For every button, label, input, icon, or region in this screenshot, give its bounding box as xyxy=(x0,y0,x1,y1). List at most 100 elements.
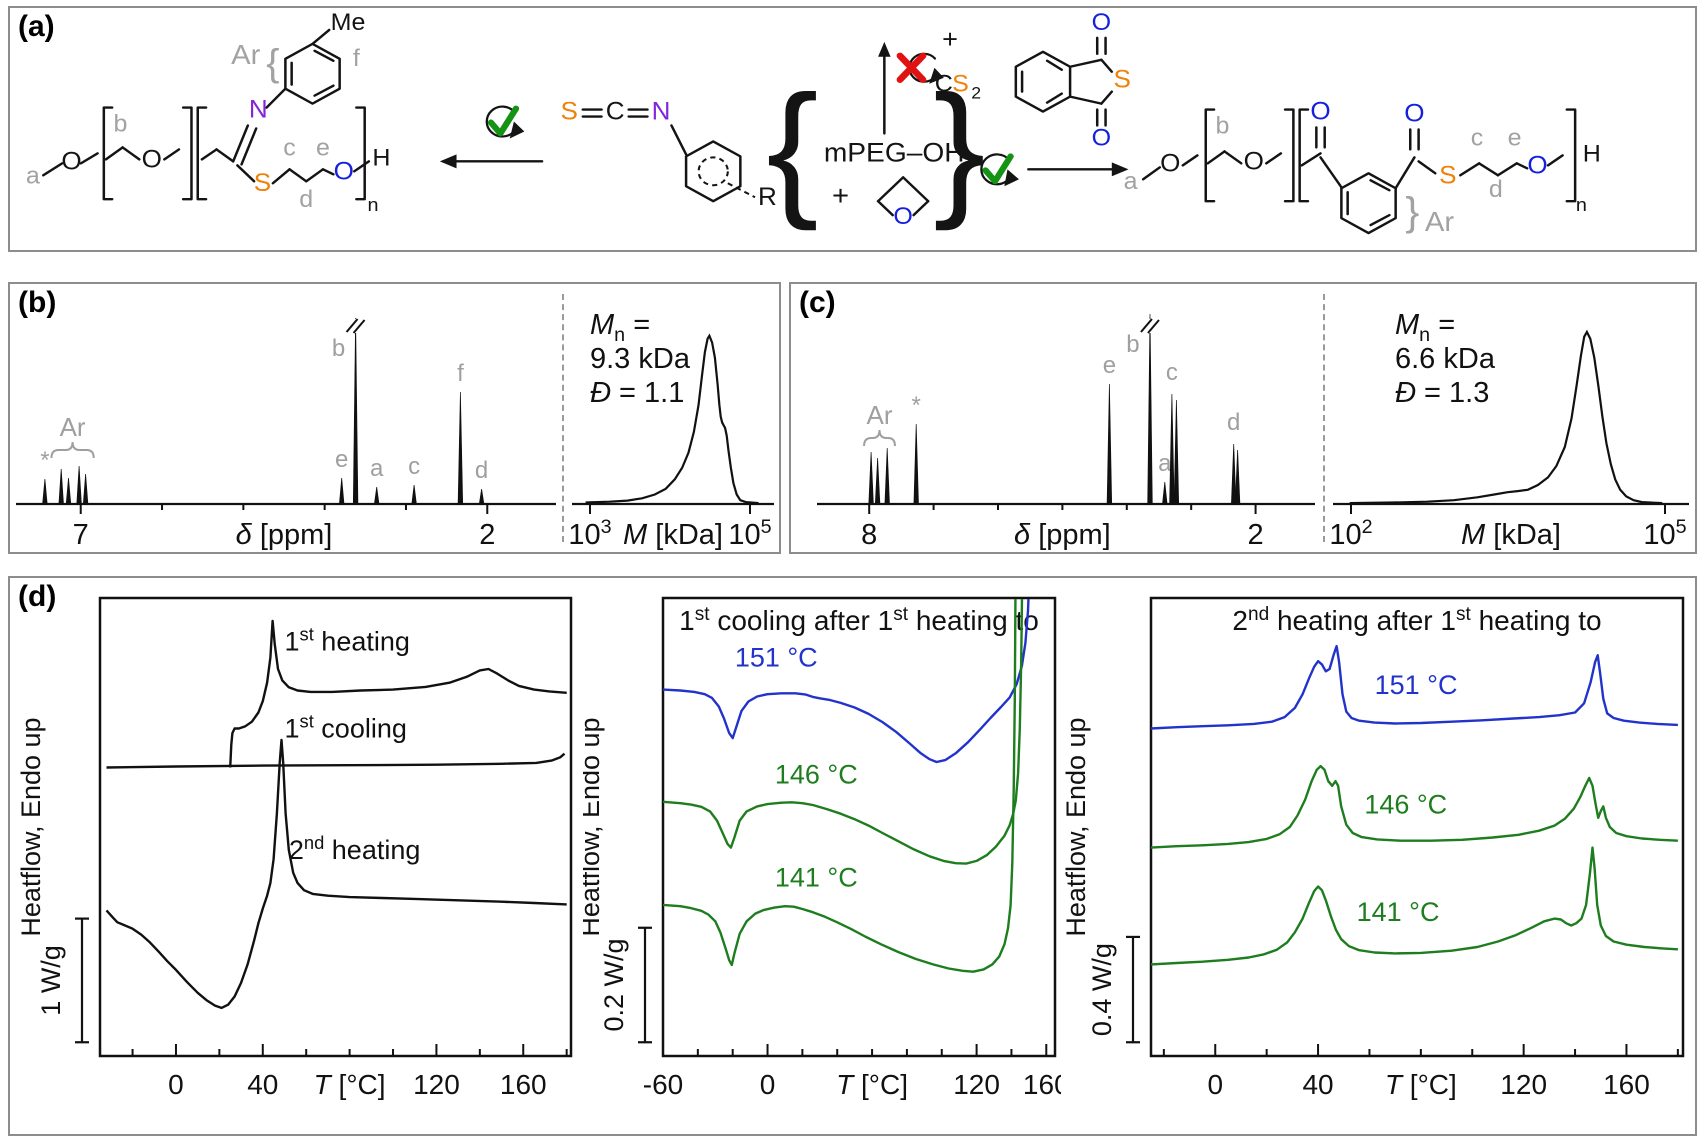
nmr-peak xyxy=(478,488,485,505)
red-cross-icon xyxy=(896,52,927,83)
tick-label: 102 xyxy=(1331,516,1373,550)
mn-label: Mn = xyxy=(590,309,650,346)
dsc-curve-cool-146C xyxy=(662,599,1024,865)
curve-label: 146 °C xyxy=(775,759,858,789)
dispersity-value: Đ = 1.3 xyxy=(1395,377,1489,409)
atom-label-o: O xyxy=(1160,150,1180,177)
nmr-peak xyxy=(457,391,464,505)
peak-label: f xyxy=(457,360,464,387)
reaction-scheme: a O b O N Ar { Me f S c d e O n H xyxy=(26,10,1601,238)
nmr-peak xyxy=(339,477,345,505)
nmr-peak xyxy=(1169,393,1175,505)
nmr-peak xyxy=(76,465,82,505)
tick-label: 0 xyxy=(1207,1069,1223,1100)
brace-right: } xyxy=(933,65,985,231)
assignment-label: b xyxy=(1215,113,1229,139)
dispersity-value: Đ = 1.1 xyxy=(590,377,684,409)
peak-label: d xyxy=(475,457,488,484)
gpc-curve xyxy=(585,333,759,505)
atom-label-o: O xyxy=(1404,100,1424,127)
tick-label: 160 xyxy=(1603,1069,1650,1100)
curve-label: 151 °C xyxy=(735,643,818,673)
substituent-r-label: R xyxy=(758,184,777,211)
tick-label: 7 xyxy=(73,519,89,550)
curve-label: 141 °C xyxy=(1357,897,1440,927)
dsc-plot-cooling: -600120160T [°C]Heatflow, Endo up0.2 W/g… xyxy=(583,596,1061,1100)
nmr-peak xyxy=(373,486,380,505)
cycle-arrow-icon xyxy=(980,153,1019,187)
atom-label-s: S xyxy=(952,71,969,97)
peak-label: * xyxy=(40,447,49,474)
tick-label: 2 xyxy=(1248,519,1264,550)
brace-left: { xyxy=(766,65,818,231)
tick-label: 40 xyxy=(247,1069,278,1100)
tick-label: 105 xyxy=(1643,516,1686,550)
atom-label-o: O xyxy=(1092,125,1111,151)
plot-box xyxy=(1149,596,1685,1058)
peak-break xyxy=(1141,319,1158,333)
reaction-arrow-left xyxy=(439,154,544,169)
assignment-label: a xyxy=(1124,169,1138,195)
x-axis-title: T [°C] xyxy=(1385,1069,1457,1100)
plus-charge: + xyxy=(942,24,958,53)
nmr-peak xyxy=(1234,449,1241,505)
dashed-divider xyxy=(1323,294,1325,542)
assignment-label: d xyxy=(299,187,313,213)
atom-label-o: O xyxy=(61,148,81,175)
tick-label: -60 xyxy=(643,1069,683,1100)
peak-label: * xyxy=(912,392,921,419)
atom-label-o: O xyxy=(893,204,912,230)
curve-label: 151 °C xyxy=(1375,670,1458,700)
atom-label-s: S xyxy=(1114,66,1131,93)
x-axis-title: δ [ppm] xyxy=(236,519,333,550)
atom-label-n: N xyxy=(249,96,268,123)
dsc-curve-second-heating xyxy=(105,738,567,1010)
left-polymer-structure: a O b O N Ar { Me f S c d e O n H xyxy=(26,10,391,216)
tick-label: 160 xyxy=(500,1069,547,1100)
tick-label: 120 xyxy=(1500,1069,1547,1100)
assignment-label: c xyxy=(283,135,296,161)
dsc-curve-heat-146C xyxy=(1150,764,1678,849)
peak-break xyxy=(347,319,364,333)
x-axis-title: T [°C] xyxy=(314,1069,386,1100)
atom-label-o: O xyxy=(1244,148,1264,175)
assignment-label: a xyxy=(26,163,40,189)
curve-label: 146 °C xyxy=(1364,789,1447,819)
atom-label-c: C xyxy=(606,98,625,125)
x-axis-title: M [kDa] xyxy=(623,519,723,550)
assignment-label: e xyxy=(316,135,330,161)
curve-label: 1st cooling xyxy=(284,711,406,744)
scale-bar-label: 0.4 W/g xyxy=(1087,943,1117,1036)
bonds xyxy=(42,28,371,201)
atom-label-o: O xyxy=(1310,98,1330,125)
nmr-peak xyxy=(42,478,48,505)
assignment-label: f xyxy=(353,45,360,71)
bonds xyxy=(1141,108,1577,235)
x-axis-title: δ [ppm] xyxy=(1014,519,1111,550)
ar-label: Ar xyxy=(867,400,893,430)
panel-a: (a) xyxy=(8,6,1697,252)
tick-label: 103 xyxy=(570,516,612,550)
atom-label-c: C xyxy=(935,71,953,97)
tick-label: 120 xyxy=(413,1069,460,1100)
nmr-peak xyxy=(1231,443,1237,505)
ar-label: Ar xyxy=(1425,207,1455,238)
dsc-curve-heat-141C xyxy=(1150,846,1678,966)
peak-label: b xyxy=(1126,331,1139,358)
cycle-arrow-icon xyxy=(485,105,525,139)
ar-brace: } xyxy=(1405,189,1419,234)
tick-label: 105 xyxy=(728,516,771,550)
dsc-curve-first-heating xyxy=(229,619,567,768)
green-check-icon xyxy=(982,153,1014,185)
ar-label: Ar xyxy=(231,39,261,70)
oxetane-structure: O xyxy=(876,176,930,230)
methyl-label: Me xyxy=(331,10,366,36)
panel-c-label: (c) xyxy=(799,286,836,319)
